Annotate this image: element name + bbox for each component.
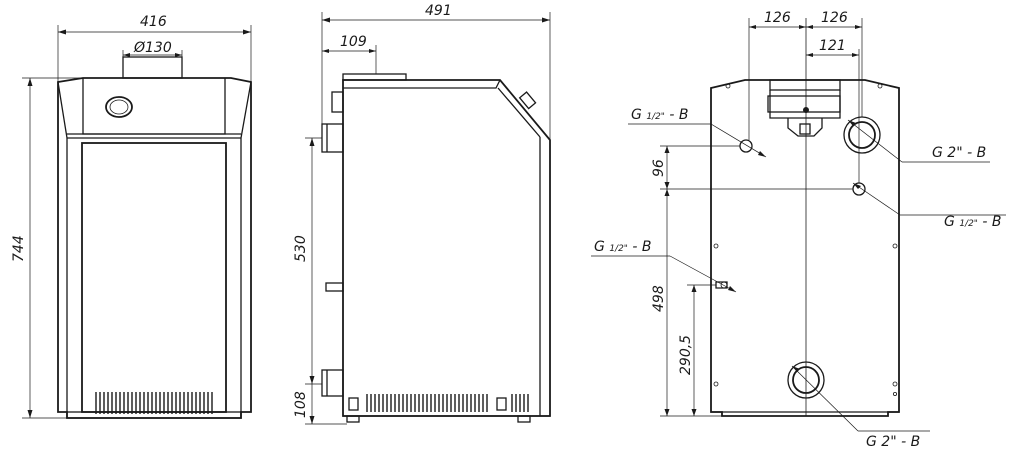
front-door xyxy=(81,142,227,413)
dim-rear-left: 126 xyxy=(764,10,791,26)
side-pipe-upper xyxy=(321,123,344,153)
dim-flue-diameter: Ø130 xyxy=(133,40,172,56)
side-flue xyxy=(342,73,407,81)
dim-side-lower: 108 xyxy=(293,391,309,418)
dim-rear-right: 126 xyxy=(821,10,848,26)
rear-dimensions: 126 126 121 96 498 290,5 xyxy=(651,10,863,417)
front-vents xyxy=(95,392,213,414)
front-view xyxy=(57,56,252,419)
side-pipe-lower xyxy=(321,369,344,397)
dim-rear-290: 290,5 xyxy=(678,335,694,375)
rear-g2-bottom-port xyxy=(787,361,825,399)
label-top-right-conn: G 2" - B xyxy=(932,145,986,161)
rear-bolts xyxy=(713,83,898,396)
dim-side-upper: 530 xyxy=(293,235,309,262)
dim-rear-inner: 121 xyxy=(819,38,846,54)
front-dimensions: 416 Ø130 744 xyxy=(11,14,252,419)
rear-body-outline xyxy=(710,79,900,417)
side-body-outline xyxy=(342,79,551,417)
front-flue xyxy=(122,56,183,79)
dim-front-width: 416 xyxy=(140,14,167,30)
label-mid-left-conn: G 1/2" - B xyxy=(594,239,652,255)
label-mid-right-conn: G 1/2" - B xyxy=(944,214,1002,230)
dim-rear-498: 498 xyxy=(651,285,667,312)
rear-view xyxy=(710,18,900,417)
side-vents xyxy=(348,394,529,412)
label-top-left-conn: G 1/2" - B xyxy=(631,107,689,123)
side-view xyxy=(321,73,551,423)
connection-callouts: G 1/2" - B G 2" - B G 1/2" - B G 1/2" - … xyxy=(591,107,1006,450)
sight-glass xyxy=(105,96,133,118)
dim-side-flue-offset: 109 xyxy=(340,34,367,50)
front-top-cap xyxy=(57,78,252,139)
label-bottom-conn: G 2" - B xyxy=(866,434,920,450)
dim-side-depth: 491 xyxy=(425,3,452,19)
rear-port-upper-left xyxy=(739,139,753,153)
dim-rear-spacing: 96 xyxy=(651,159,667,177)
dim-front-height: 744 xyxy=(11,235,27,262)
front-body-outline xyxy=(57,77,252,419)
side-dimensions: 491 109 530 108 xyxy=(293,3,551,425)
